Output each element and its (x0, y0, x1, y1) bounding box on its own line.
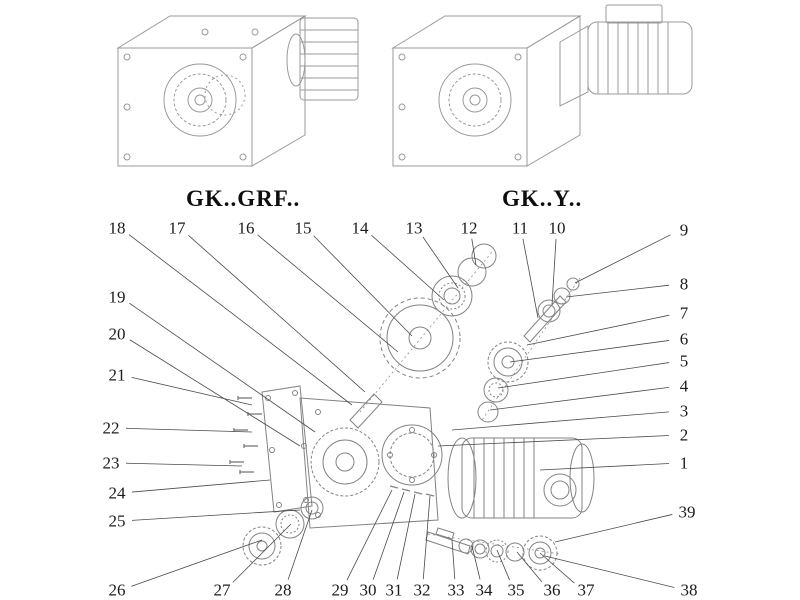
leader-line-36 (516, 551, 543, 583)
part-number-34: 34 (475, 580, 493, 600)
part-number-1: 1 (679, 453, 689, 473)
leader-line-1 (539, 463, 670, 471)
part-number-30: 30 (359, 580, 377, 600)
part-number-33: 33 (447, 580, 465, 600)
part-number-17: 17 (168, 218, 186, 238)
pinion-cluster-drawing (477, 277, 580, 423)
part-number-3: 3 (679, 401, 689, 421)
part-number-35: 35 (507, 580, 525, 600)
motor-top-drawing (587, 4, 693, 95)
leader-line-12 (471, 238, 477, 266)
leader-line-29 (346, 489, 393, 581)
leader-line-22 (125, 427, 253, 433)
gearbox-y-drawing (391, 4, 693, 167)
part-number-20: 20 (108, 324, 126, 344)
part-number-24: 24 (108, 483, 126, 503)
leader-line-18 (128, 234, 353, 406)
part-number-7: 7 (679, 303, 689, 323)
part-number-18: 18 (108, 218, 126, 238)
part-number-28: 28 (274, 580, 292, 600)
part-number-23: 23 (102, 453, 120, 473)
part-number-32: 32 (413, 580, 431, 600)
leader-line-31 (396, 493, 416, 580)
leader-line-11 (522, 238, 539, 319)
leader-line-20 (129, 339, 301, 447)
leader-line-39 (554, 514, 673, 543)
part-number-38: 38 (680, 580, 698, 600)
part-number-36: 36 (543, 580, 561, 600)
leader-line-5 (497, 362, 670, 389)
part-number-5: 5 (679, 351, 689, 371)
leader-line-26 (131, 539, 263, 587)
part-number-6: 6 (679, 329, 689, 349)
part-number-11: 11 (511, 218, 529, 238)
leader-line-4 (489, 386, 670, 411)
leader-line-10 (551, 238, 557, 306)
leader-line-21 (131, 376, 253, 406)
part-number-26: 26 (108, 580, 126, 600)
leader-line-23 (125, 462, 243, 467)
part-number-2: 2 (679, 425, 689, 445)
flange-plate-drawing (261, 385, 313, 513)
part-number-31: 31 (385, 580, 403, 600)
leader-line-13 (422, 236, 459, 289)
leader-line-30 (372, 491, 405, 580)
part-number-19: 19 (108, 287, 126, 307)
leader-line-7 (526, 314, 670, 346)
part-number-22: 22 (102, 418, 120, 438)
leader-line-38 (544, 555, 675, 588)
leader-line-17 (188, 234, 366, 393)
bevel-gear-cluster-drawing (242, 496, 324, 566)
part-number-10: 10 (548, 218, 566, 238)
leader-line-33 (451, 539, 456, 580)
variant-label-grf: GK..GRF.. (186, 186, 301, 211)
leader-line-25 (131, 509, 301, 521)
variant-label-y: GK..Y.. (502, 186, 583, 211)
part-number-37: 37 (577, 580, 595, 600)
leader-line-14 (371, 234, 445, 301)
gearbox-grf-drawing (116, 15, 359, 167)
part-number-13: 13 (405, 218, 423, 238)
part-number-16: 16 (237, 218, 255, 238)
leader-line-32 (422, 495, 431, 580)
leader-line-2 (437, 435, 670, 447)
part-number-4: 4 (679, 376, 689, 396)
leader-line-19 (129, 302, 316, 433)
leader-line-34 (471, 545, 481, 580)
motor-drawing (447, 437, 595, 519)
part-number-15: 15 (294, 218, 312, 238)
leader-line-16 (257, 234, 399, 353)
part-number-9: 9 (679, 220, 689, 240)
leader-line-24 (131, 479, 271, 493)
fastener-marks (389, 485, 435, 497)
leader-line-28 (287, 509, 313, 580)
part-number-8: 8 (679, 274, 689, 294)
part-number-14: 14 (351, 218, 369, 238)
part-number-27: 27 (213, 580, 231, 600)
exploded-assembly (229, 243, 595, 571)
leader-line-27 (232, 523, 292, 583)
leader-line-37 (539, 552, 575, 584)
part-number-39: 39 (678, 502, 696, 522)
part-number-21: 21 (108, 365, 126, 385)
housing-drawing (299, 397, 443, 529)
leader-line-15 (313, 235, 413, 337)
part-number-12: 12 (460, 218, 478, 238)
part-number-25: 25 (108, 511, 126, 531)
bolt-set (229, 396, 262, 474)
leader-line-8 (565, 284, 670, 298)
leader-line-35 (496, 549, 510, 581)
leader-line-9 (574, 234, 671, 284)
leader-line-6 (509, 340, 670, 363)
input-gear-train-drawing (349, 243, 497, 429)
part-number-29: 29 (331, 580, 349, 600)
leader-line-3 (451, 411, 670, 431)
